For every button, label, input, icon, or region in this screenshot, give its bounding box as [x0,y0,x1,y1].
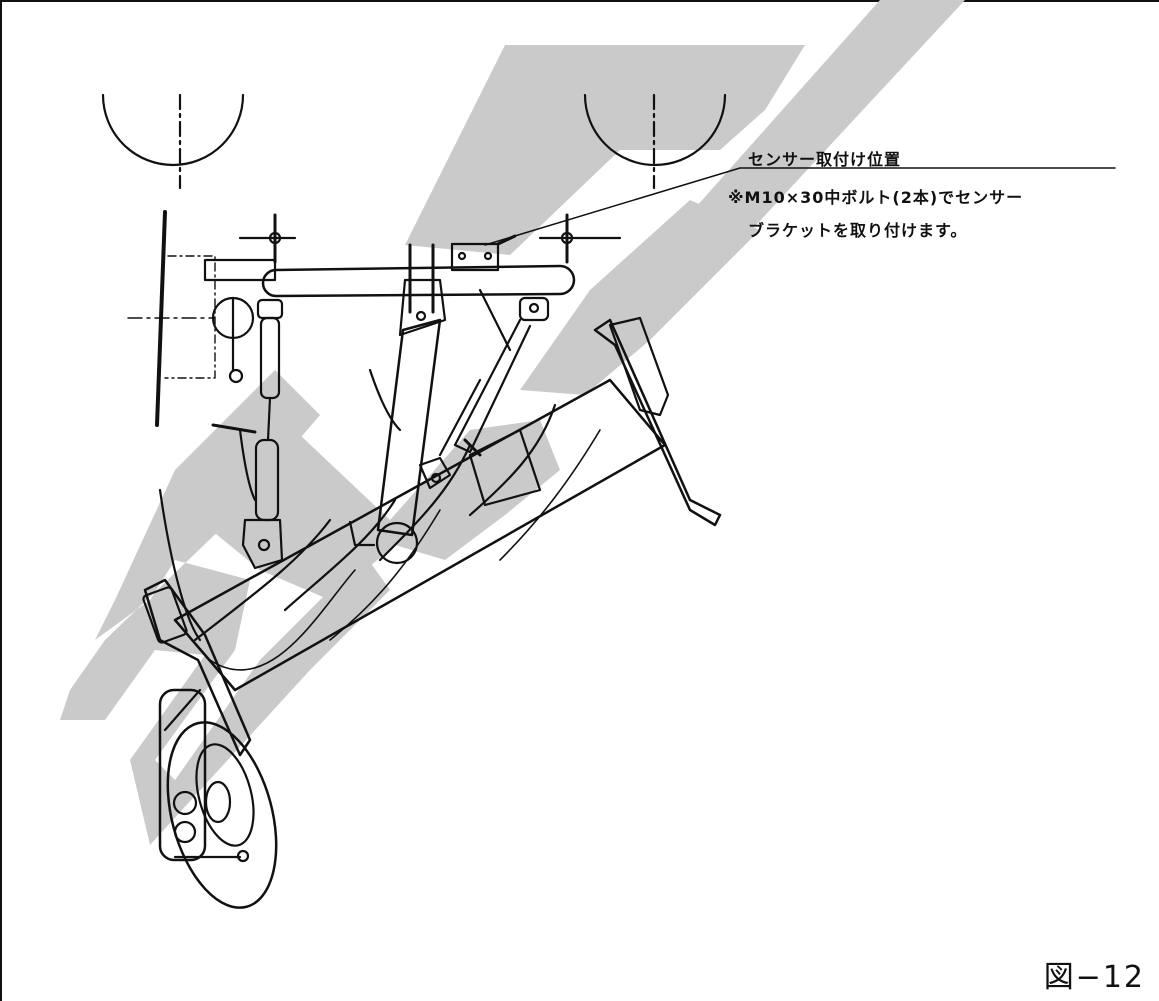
watermark-logo [60,0,965,845]
sensor-position-label: センサー取付け位置 [748,150,902,169]
sensor-mounting-note-line2: ブラケットを取り付けます。 [748,221,968,240]
callout-leader-line [484,167,741,246]
sensor-bracket [450,242,500,272]
frame-top-border [0,0,1159,2]
figure-number: 図−12 [1043,960,1145,995]
sensor-mounting-note-line1: ※M10×30中ボルト(2本)でセンサー [728,188,1024,207]
left-gauge-wheel-arc [101,93,245,167]
sensor-mounting-note: ※M10×30中ボルト(2本)でセンサー ブラケットを取り付けます。 [728,181,1148,247]
front-roller-wheel [166,721,278,909]
frame-left-border [0,0,2,1001]
right-gauge-wheel-arc [583,93,727,167]
